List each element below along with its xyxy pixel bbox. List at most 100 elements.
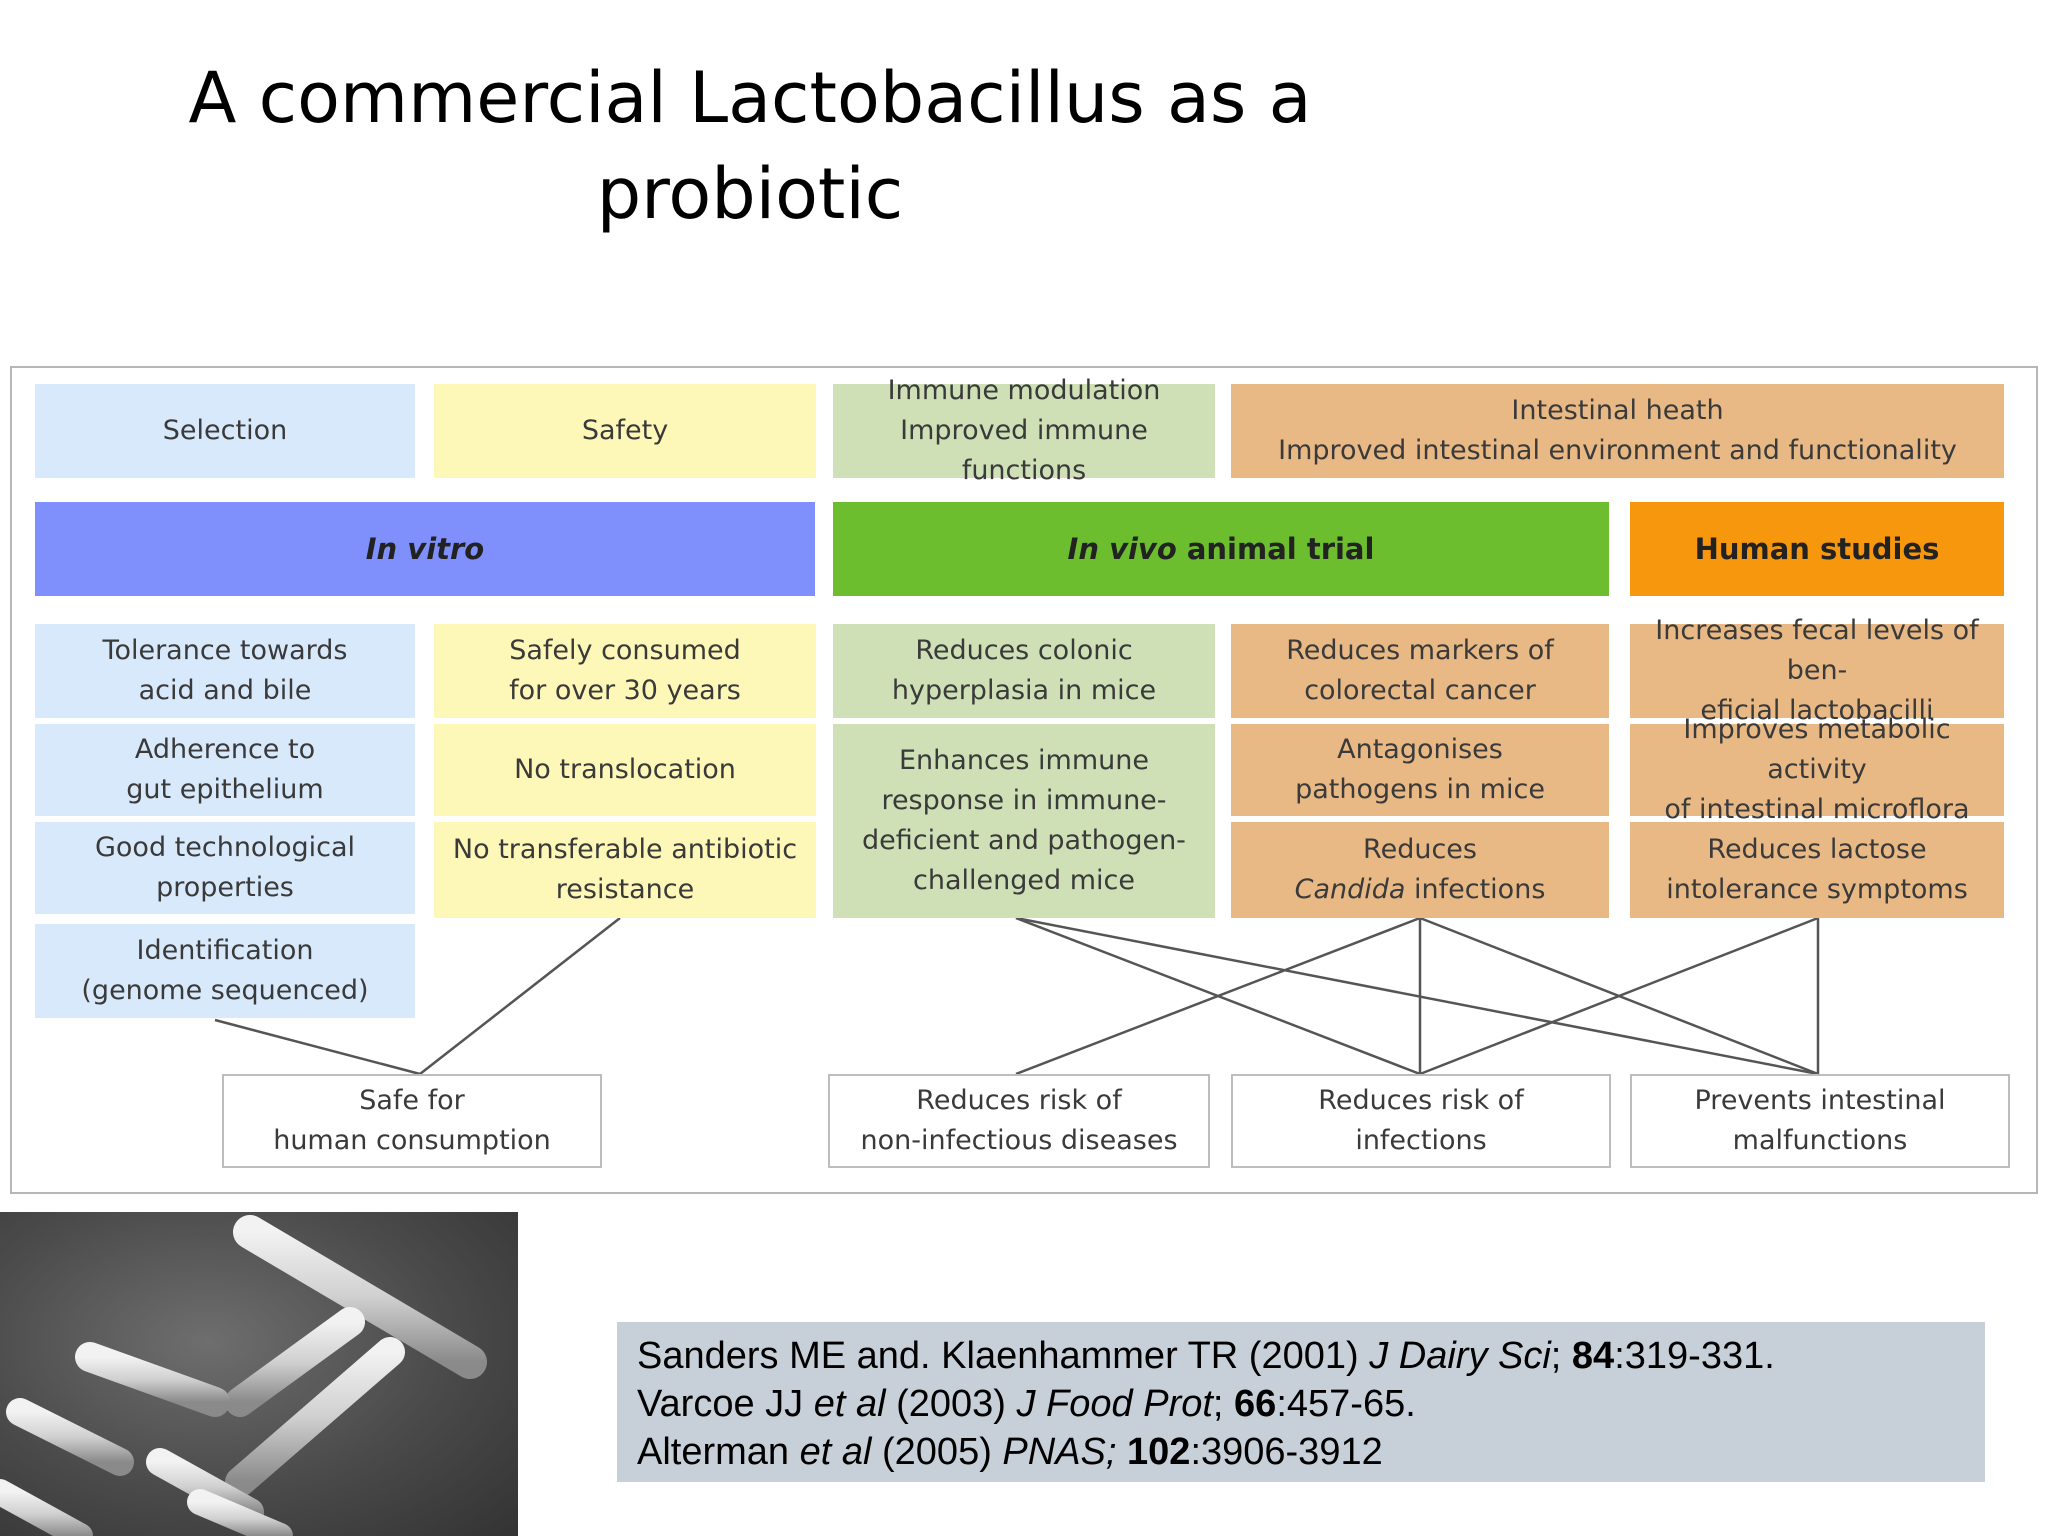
header-intestinal-title: Intestinal heath — [1511, 395, 1724, 426]
ref-sep — [1116, 1431, 1127, 1473]
header-safety: Safety — [434, 384, 816, 478]
ref-pages: :3906-3912 — [1190, 1431, 1383, 1473]
selection-item-line: Tolerance towards — [102, 635, 348, 666]
safety-item-line: for over 30 years — [509, 675, 741, 706]
link-intestinal-noninfect — [1015, 916, 1421, 1076]
selection-item-line: acid and bile — [138, 675, 312, 706]
ref-year: (2003) — [885, 1383, 1017, 1425]
title-line-1: A commercial Lactobacillus as a — [188, 57, 1312, 139]
ref-volume: 66 — [1234, 1383, 1277, 1425]
immune-item-line: hyperplasia in mice — [891, 675, 1157, 706]
intestinal-item-line: Reduces — [1363, 834, 1477, 865]
human-item: Improves metabolic activity of intestina… — [1630, 714, 2004, 825]
selection-item-line: gut epithelium — [126, 774, 324, 805]
header-selection-label: Selection — [162, 415, 288, 446]
immune-item-line: challenged mice — [913, 865, 1135, 896]
ref-sep: ; — [1550, 1335, 1572, 1377]
outcome-box: Safe for human consumption — [222, 1074, 602, 1168]
immune-item-line: response in immune- — [881, 785, 1167, 816]
immune-item: Enhances immune response in immune- defi… — [833, 724, 1215, 918]
selection-item-line: Identification — [136, 935, 314, 966]
reference-line: Alterman et al (2005) PNAS; 102:3906-391… — [637, 1428, 1965, 1476]
selection-item: Identification (genome sequenced) — [35, 924, 415, 1018]
slide-title: A commercial Lactobacillus as a probioti… — [140, 50, 1360, 242]
immune-item: Reduces colonic hyperplasia in mice — [833, 624, 1215, 718]
immune-item-line: deficient and pathogen- — [862, 825, 1186, 856]
ref-journal: J Dairy Sci — [1369, 1335, 1551, 1377]
phase-in-vivo: In vivo animal trial — [833, 502, 1609, 596]
human-item-line: eficial lactobacilli — [1700, 695, 1934, 726]
intestinal-item-rest: infections — [1405, 874, 1546, 905]
header-immune-title: Immune modulation — [887, 375, 1161, 406]
safety-item: Safely consumed for over 30 years — [434, 624, 816, 718]
outcome-line: Safe for — [359, 1085, 465, 1116]
human-item-line: Increases fecal levels of ben- — [1655, 615, 1979, 686]
ref-authors: Alterman — [637, 1431, 800, 1473]
human-item: Increases fecal levels of ben- eficial l… — [1630, 615, 2004, 726]
reference-line: Sanders ME and. Klaenhammer TR (2001) J … — [637, 1332, 1965, 1380]
intestinal-item-line: pathogens in mice — [1295, 774, 1545, 805]
ref-pages: :457-65. — [1276, 1383, 1416, 1425]
selection-item: Good technological properties — [35, 822, 415, 914]
link-immune-prevent — [1015, 916, 1819, 1076]
intestinal-item-line: Reduces markers of — [1286, 635, 1554, 666]
outcome-line: non-infectious diseases — [860, 1125, 1178, 1156]
intestinal-item: Reduces Candida infections — [1231, 822, 1609, 918]
human-item: Reduces lactose intolerance symptoms — [1630, 822, 2004, 918]
safety-item-line: No translocation — [514, 754, 736, 785]
intestinal-item: Reduces markers of colorectal cancer — [1231, 624, 1609, 718]
header-immune-subtitle: Improved immune functions — [900, 415, 1148, 486]
link-safety-safe — [419, 917, 621, 1075]
outcome-line: Reduces risk of — [1318, 1085, 1524, 1116]
ref-journal: PNAS; — [1002, 1431, 1117, 1473]
safety-item-line: Safely consumed — [509, 635, 741, 666]
link-human-infect — [1419, 916, 1819, 1076]
phase-in-vivo-italic: In vivo — [1067, 532, 1177, 566]
safety-item: No transferable antibiotic resistance — [434, 822, 816, 918]
header-immune: Immune modulation Improved immune functi… — [833, 375, 1215, 486]
ref-etal: et al — [799, 1431, 872, 1473]
phase-human-label: Human studies — [1694, 532, 1940, 566]
safety-item: No translocation — [434, 724, 816, 816]
header-selection: Selection — [35, 384, 415, 478]
header-safety-label: Safety — [581, 415, 669, 446]
diagram-frame: Selection Safety Immune modulation Impro… — [10, 366, 2038, 1194]
safety-item-line: resistance — [555, 874, 695, 905]
outcome-line: Reduces risk of — [916, 1085, 1122, 1116]
outcome-line: Prevents intestinal — [1694, 1085, 1946, 1116]
phase-in-vivo-label: In vivo animal trial — [1068, 529, 1375, 569]
ref-authors: Sanders ME and. Klaenhammer TR (2001) — [637, 1335, 1370, 1377]
ref-year: (2005) — [871, 1431, 1003, 1473]
selection-item-line: properties — [156, 872, 294, 903]
ref-pages: :319-331. — [1614, 1335, 1775, 1377]
micrograph-rods — [0, 1215, 487, 1536]
title-line-2: probiotic — [596, 153, 904, 235]
ref-etal: et al — [813, 1383, 886, 1425]
outcome-line: malfunctions — [1732, 1125, 1908, 1156]
intestinal-item-line: colorectal cancer — [1304, 675, 1536, 706]
selection-item: Adherence to gut epithelium — [35, 724, 415, 816]
phase-in-vitro: In vitro — [35, 502, 815, 596]
ref-volume: 84 — [1571, 1335, 1615, 1377]
ref-sep: ; — [1212, 1383, 1235, 1425]
intestinal-item-italic: Candida — [1294, 874, 1406, 905]
selection-item-line: Adherence to — [134, 734, 316, 765]
outcome-box: Reduces risk of non-infectious diseases — [828, 1074, 1210, 1168]
human-item-line: intolerance symptoms — [1666, 874, 1968, 905]
phase-in-vivo-rest: animal trial — [1176, 532, 1375, 566]
human-item-line: of intestinal microflora — [1664, 794, 1970, 825]
outcome-box: Prevents intestinal malfunctions — [1630, 1074, 2010, 1168]
phase-in-vitro-label: In vitro — [365, 532, 485, 566]
ref-authors: Varcoe JJ — [637, 1383, 814, 1425]
outcome-line: human consumption — [273, 1125, 551, 1156]
intestinal-item-line: Antagonises — [1337, 734, 1503, 765]
immune-item-line: Reduces colonic — [915, 635, 1133, 666]
header-intestinal: Intestinal heath Improved intestinal env… — [1231, 384, 2004, 478]
human-item-line: Improves metabolic activity — [1683, 714, 1951, 785]
selection-item-line: Good technological — [94, 832, 356, 863]
connector-lines — [214, 916, 1820, 1076]
references-box: Sanders ME and. Klaenhammer TR (2001) J … — [617, 1322, 1985, 1482]
lactobacillus-micrograph-icon — [0, 1212, 518, 1536]
outcome-line: infections — [1355, 1125, 1487, 1156]
reference-line: Varcoe JJ et al (2003) J Food Prot; 66:4… — [637, 1380, 1965, 1428]
